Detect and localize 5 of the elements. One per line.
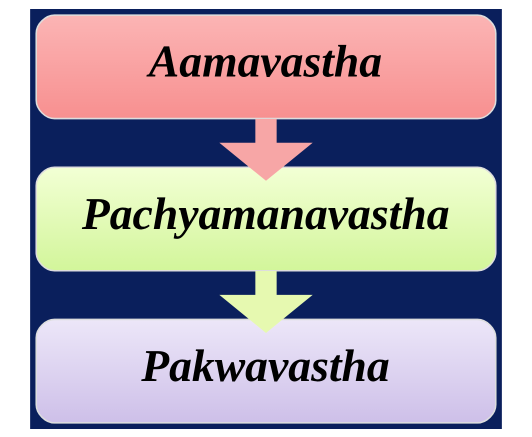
arrow xyxy=(219,270,313,332)
node-box: Aamavastha xyxy=(35,14,497,119)
node-box: Pakwavastha xyxy=(35,318,497,424)
node-box: Pachyamanavastha xyxy=(35,166,497,271)
arrow xyxy=(219,118,313,180)
